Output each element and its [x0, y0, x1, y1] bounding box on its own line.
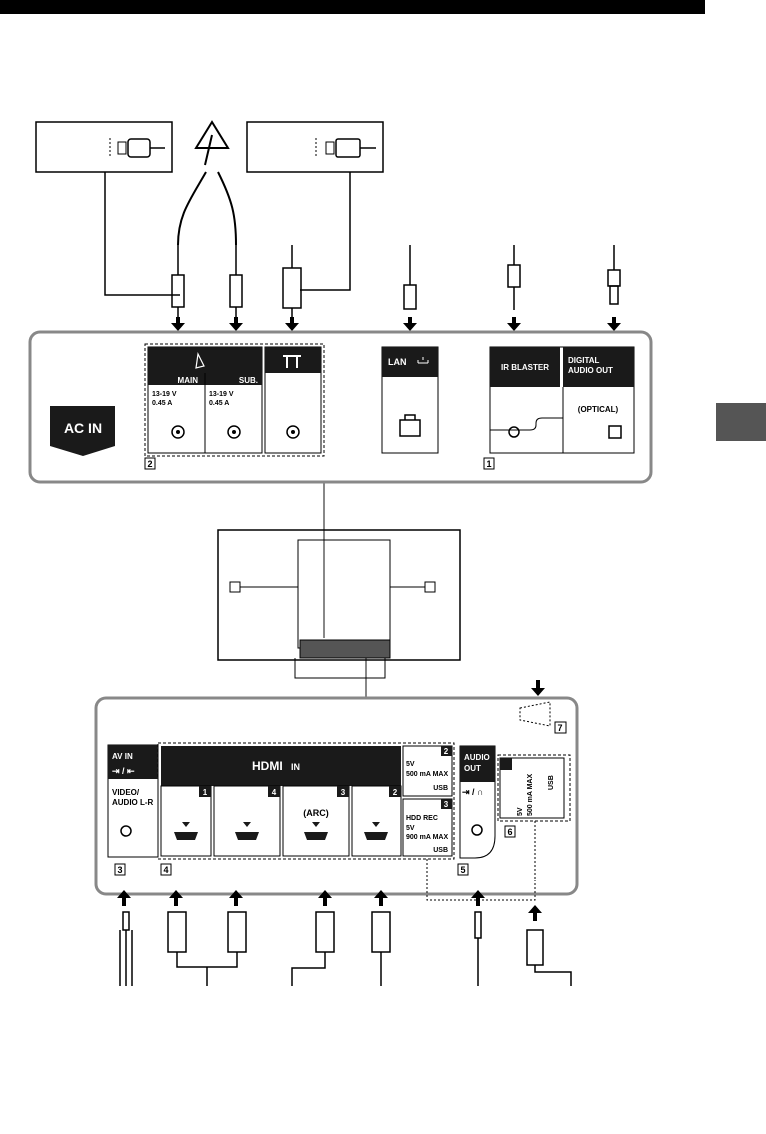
usb3-num: 3: [444, 800, 449, 809]
sat-sub-label: SUB.: [239, 376, 258, 385]
svg-text:⇥ / ⇤: ⇥ / ⇤: [112, 766, 135, 776]
digital-audio-label-1: DIGITAL: [568, 356, 600, 365]
callout-3: [114, 863, 126, 876]
lan-label: LAN: [388, 357, 407, 367]
usb3-panel: 3 HDD REC 5V 900 mA MAX USB: [402, 798, 453, 857]
video-audio-label-1: VIDEO/: [112, 788, 140, 797]
usb3-line-2: 5V: [406, 825, 415, 832]
bottom-arrows: [117, 890, 542, 921]
sat-group-border: [144, 343, 325, 457]
callout-3-text: 3: [117, 865, 122, 875]
ir-optical-panel: IR BLASTER DIGITAL AUDIO OUT (OPTICAL): [489, 346, 635, 454]
callout-6-text: 6: [507, 827, 512, 837]
digital-audio-label-2: AUDIO OUT: [568, 366, 613, 375]
usb1-line-1: 5V: [517, 807, 524, 816]
callout-4-text: 4: [163, 865, 168, 875]
satellite-icon: [195, 352, 205, 369]
lan-panel: LAN: [381, 346, 439, 454]
usb3-line-4: USB: [433, 847, 448, 854]
usb1-line-2: 500 mA MAX: [527, 774, 534, 816]
usb2-line-3: USB: [433, 785, 448, 792]
video-audio-label-2: AUDIO L-R: [112, 798, 154, 807]
usb2-line-1: 5V: [406, 761, 415, 768]
hdmi-group-border: [157, 742, 455, 860]
ir-blaster-label: IR BLASTER: [501, 363, 549, 372]
bottom-cables: [119, 911, 572, 986]
ir-blaster-cable: [507, 245, 521, 310]
connector-inset-right: [246, 121, 384, 173]
connector-inset-left: [35, 121, 173, 173]
ac-in-label: AC IN: [64, 420, 102, 436]
antenna-panel: [264, 346, 322, 454]
optical-label: (OPTICAL): [578, 405, 619, 414]
hdmi-in-label: IN: [291, 762, 300, 772]
usb2-panel: 2 5V 500 mA MAX USB: [402, 745, 453, 797]
antenna-cable: [282, 245, 302, 318]
hdmi-panel: HDMI IN 1 4 3 2 (ARC): [160, 746, 402, 857]
usb2-num: 2: [444, 747, 449, 756]
satellite-cable-main: [171, 245, 185, 318]
hdmi-port-2-num: 2: [393, 788, 398, 797]
antenna-icon: [283, 355, 301, 368]
top-panel: [28, 330, 653, 484]
av-in-panel: AV IN ⇥ / ⇤ VIDEO/ AUDIO L-R: [107, 744, 159, 858]
arc-label: (ARC): [303, 808, 329, 818]
satellite-dish-icon: [177, 120, 237, 246]
ir-sensor-indicator: 7: [519, 680, 567, 734]
callout-5-text: 5: [460, 865, 465, 875]
hdmi-port-4-num: 4: [272, 788, 277, 797]
callout-1-text: 1: [486, 459, 491, 469]
usb3-line-1: HDD REC: [406, 815, 438, 822]
lan-cable: [403, 245, 417, 310]
usb2-line-2: 500 mA MAX: [406, 771, 448, 778]
top-arrows: [171, 317, 621, 331]
audio-out-panel: AUDIO OUT ⇥ / ∩: [459, 745, 496, 859]
usb1-group-border: [497, 754, 571, 822]
callout-4: [160, 863, 172, 876]
audio-out-label-1: AUDIO: [464, 753, 490, 762]
ac-in-badge: AC IN: [50, 406, 115, 456]
callout-1: [483, 457, 495, 470]
tv-back-illustration: [217, 529, 461, 679]
sat-main-current: 0.45 A: [152, 400, 172, 407]
sat-sub-voltage: 13-19 V: [209, 391, 234, 398]
usb3-line-3: 900 mA MAX: [406, 834, 448, 841]
hdmi-port-3-num: 3: [341, 788, 346, 797]
hdmi-port-1-num: 1: [203, 788, 208, 797]
lan-port: [399, 414, 421, 437]
sat-main-voltage: 13-19 V: [152, 391, 177, 398]
callout-2: [144, 457, 156, 470]
satellite-cable-sub: [229, 245, 243, 318]
sat-main-label: MAIN: [178, 376, 199, 385]
sat-sub-current: 0.45 A: [209, 400, 229, 407]
usb1-line-3: USB: [548, 775, 555, 790]
side-tab: [716, 403, 766, 441]
audio-out-label-2: OUT: [464, 764, 481, 773]
callout-6: [504, 825, 516, 838]
header-bar: [0, 0, 705, 14]
optical-cable: [607, 245, 621, 305]
svg-text:⇥ / ∩: ⇥ / ∩: [462, 787, 484, 797]
network-icon: [417, 357, 429, 364]
sat-panel: MAIN SUB. 13-19 V 0.45 A 13-19 V 0.45 A: [147, 346, 263, 454]
callout-5: [457, 863, 469, 876]
bottom-panel: [94, 696, 579, 896]
callout-2-text: 2: [147, 459, 152, 469]
av-in-label: AV IN: [112, 752, 133, 761]
callout-7-text: 7: [557, 723, 562, 733]
usb1-panel: 5V 500 mA MAX USB: [499, 757, 565, 819]
hdmi-label: HDMI: [252, 759, 283, 773]
